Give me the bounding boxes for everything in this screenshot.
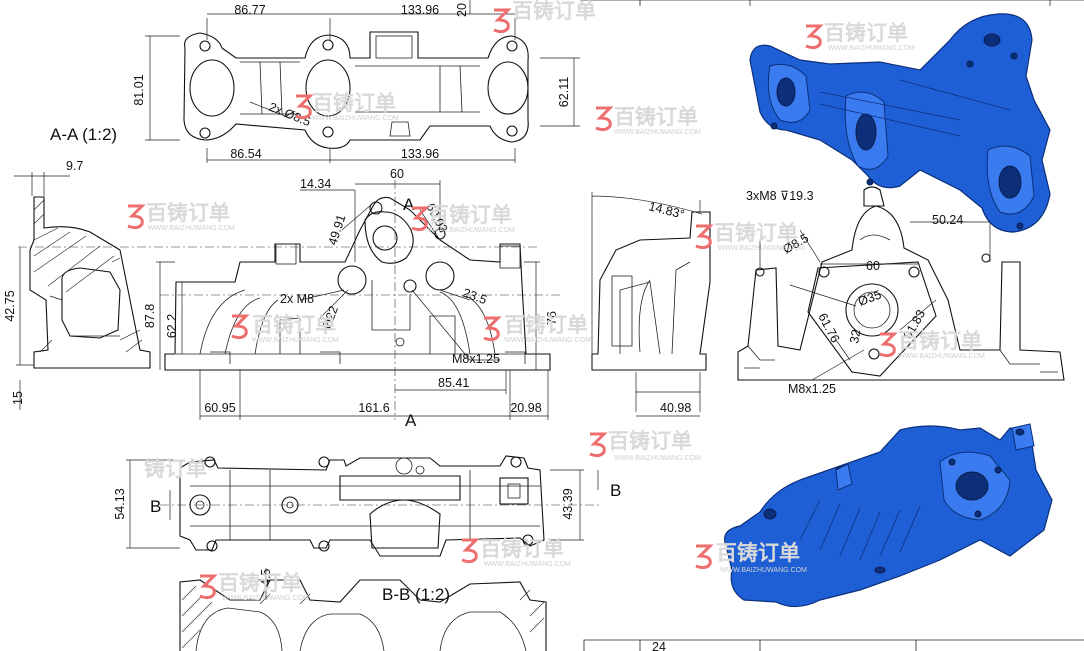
render-3d-top — [749, 13, 1051, 233]
svg-text:百铸订单: 百铸订单 — [218, 571, 302, 595]
dim-161-6: 161.6 — [358, 401, 389, 415]
svg-text:百铸订单: 百铸订单 — [480, 537, 564, 561]
title-block-cell: 24 — [652, 640, 666, 651]
svg-text:百铸订单: 百铸订单 — [608, 429, 692, 453]
cut-line-b-right: B — [610, 481, 621, 500]
watermark-10: 百铸订单 WWW.BAIZHUWANG.COM — [589, 429, 701, 462]
watermark-1: 百铸订单 — [493, 0, 596, 34]
svg-text:WWW.BAIZHUWANG.COM: WWW.BAIZHUWANG.COM — [222, 595, 309, 602]
dim-3xm8-depth: 3xM8 ⊽19.3 — [746, 189, 814, 203]
watermarks: 百铸订单 百铸订单 WWW.BAIZHUWANG.COM 百铸订单 WWW.BA… — [127, 0, 985, 602]
section-bb-label: B-B (1:2) — [382, 585, 450, 604]
svg-text:百铸订单: 百铸订单 — [714, 221, 798, 245]
dim-62-11: 62.11 — [557, 77, 571, 107]
svg-text:WWW.BAIZHUWANG.COM: WWW.BAIZHUWANG.COM — [614, 129, 701, 136]
watermark-3: 百铸订单 WWW.BAIZHUWANG.COM — [295, 91, 399, 122]
dim-40-98: 40.98 — [660, 401, 691, 415]
watermark-7: 百铸订单 WWW.BAIZHUWANG.COM — [695, 221, 805, 252]
dim-133-96-top: 133.96 — [401, 3, 439, 17]
svg-text:百铸订单: 百铸订单 — [716, 541, 800, 565]
dim-15: 15 — [11, 391, 25, 405]
dim-86-54: 86.54 — [230, 147, 261, 161]
section-aa-label: A-A (1:2) — [50, 125, 117, 144]
watermark-15: 百铸订单 WWW.BAIZHUWANG.COM — [199, 571, 309, 602]
svg-text:百铸订单: 百铸订单 — [614, 105, 698, 129]
watermark-5: 百铸订单 WWW.BAIZHUWANG.COM — [127, 201, 235, 232]
dim-2x-m8: 2x M8 — [280, 292, 314, 306]
dim-20: 20 — [455, 3, 469, 17]
dim-14-34: 14.34 — [300, 177, 331, 191]
top-view: 86.77 133.96 20 81.01 62.11 86.54 133.96… — [132, 0, 580, 163]
svg-text:WWW.BAIZHUWANG.COM: WWW.BAIZHUWANG.COM — [148, 225, 235, 232]
dim-43-39: 43.39 — [561, 488, 575, 519]
dim-76: 76 — [545, 311, 559, 325]
watermark-9: 百铸订单 WWW.BAIZHUWANG.COM — [483, 313, 591, 344]
dim-42-75: 42.75 — [3, 290, 17, 321]
svg-text:铸订单: 铸订单 — [144, 457, 207, 481]
dim-49-91: 49.91 — [326, 213, 349, 247]
cut-line-a-mark: A — [405, 411, 417, 430]
svg-text:百铸订单: 百铸订单 — [252, 313, 336, 337]
watermark-14: 百铸订单 WWW.BAIZHUWANG.COM — [695, 541, 807, 574]
watermark-8: 百铸订单 WWW.BAIZHUWANG.COM — [231, 313, 339, 344]
dim-87-8: 87.8 — [143, 304, 157, 328]
cut-line-a-top: A — [403, 195, 415, 214]
watermark-6: 百铸订单 WWW.BAIZHUWANG.COM — [411, 203, 515, 234]
dim-85-41: 85.41 — [438, 376, 469, 390]
svg-text:百铸订单: 百铸订单 — [898, 329, 982, 353]
dim-54-13: 54.13 — [113, 488, 127, 519]
dim-60-95: 60.95 — [204, 401, 235, 415]
section-bb-view: 4.5 — [179, 568, 547, 651]
right-side-view: 14.83° 40.98 — [591, 192, 711, 417]
render-3d-bottom — [724, 423, 1053, 608]
bottom-view: 54.13 43.39 B B — [113, 455, 621, 557]
watermark-11: 百铸订单 WWW.BAIZHUWANG.COM — [879, 329, 985, 360]
svg-text:百铸订单: 百铸订单 — [146, 201, 230, 225]
dim-50-24: 50.24 — [932, 213, 963, 227]
watermark-4: 百铸订单 WWW.BAIZHUWANG.COM — [595, 105, 701, 136]
cut-line-b-left: B — [150, 497, 161, 516]
watermark-2: 百铸订单 WWW.BAIZHUWANG.COM — [805, 21, 915, 52]
dim-m8x1-25-front: M8x1.25 — [452, 352, 500, 366]
dim-20-98: 20.98 — [510, 401, 541, 415]
dim-14-83-deg: 14.83° — [647, 199, 686, 221]
svg-text:WWW.BAIZHUWANG.COM: WWW.BAIZHUWANG.COM — [312, 115, 399, 122]
svg-text:百铸订单: 百铸订单 — [824, 21, 908, 45]
dim-60-front: 60 — [390, 167, 404, 181]
svg-text:WWW.BAIZHUWANG.COM: WWW.BAIZHUWANG.COM — [428, 227, 515, 234]
watermark-13: 百铸订单 WWW.BAIZHUWANG.COM — [461, 537, 571, 568]
dim-62-2: 62.2 — [165, 314, 179, 338]
left-section-view: 9.7 42.75 15 — [3, 159, 540, 410]
dim-9-7: 9.7 — [66, 159, 83, 173]
svg-text:WWW.BAIZHUWANG.COM: WWW.BAIZHUWANG.COM — [898, 353, 985, 360]
dim-m8x1-25-flange: M8x1.25 — [788, 382, 836, 396]
svg-text:WWW.BAIZHUWANG.COM: WWW.BAIZHUWANG.COM — [720, 567, 807, 574]
svg-text:WWW.BAIZHUWANG.COM: WWW.BAIZHUWANG.COM — [614, 455, 701, 462]
dim-81-01: 81.01 — [132, 74, 146, 105]
watermark-12: 铸订单 — [144, 457, 207, 481]
dim-133-96-bottom: 133.96 — [401, 147, 439, 161]
dim-4-5: 4.5 — [259, 569, 273, 586]
dim-2x-dia-8-5: 2x Ø8.5 — [267, 100, 313, 129]
svg-text:百铸订单: 百铸订单 — [504, 313, 588, 337]
dim-dia-35: Ø35 — [856, 288, 883, 309]
dim-60-flange: 60 — [866, 259, 880, 273]
svg-text:WWW.BAIZHUWANG.COM: WWW.BAIZHUWANG.COM — [718, 245, 805, 252]
svg-text:WWW.BAIZHUWANG.COM: WWW.BAIZHUWANG.COM — [504, 337, 591, 344]
title-block: 24 — [580, 0, 1084, 651]
svg-text:WWW.BAIZHUWANG.COM: WWW.BAIZHUWANG.COM — [828, 45, 915, 52]
svg-text:百铸订单: 百铸订单 — [428, 203, 512, 227]
svg-text:百铸订单: 百铸订单 — [512, 0, 596, 23]
dim-23-5: 23.5 — [461, 286, 489, 307]
svg-text:百铸订单: 百铸订单 — [312, 91, 396, 115]
dim-86-77: 86.77 — [234, 3, 265, 17]
svg-text:WWW.BAIZHUWANG.COM: WWW.BAIZHUWANG.COM — [484, 561, 571, 568]
svg-text:WWW.BAIZHUWANG.COM: WWW.BAIZHUWANG.COM — [252, 337, 339, 344]
dim-32: 32 — [847, 328, 863, 344]
